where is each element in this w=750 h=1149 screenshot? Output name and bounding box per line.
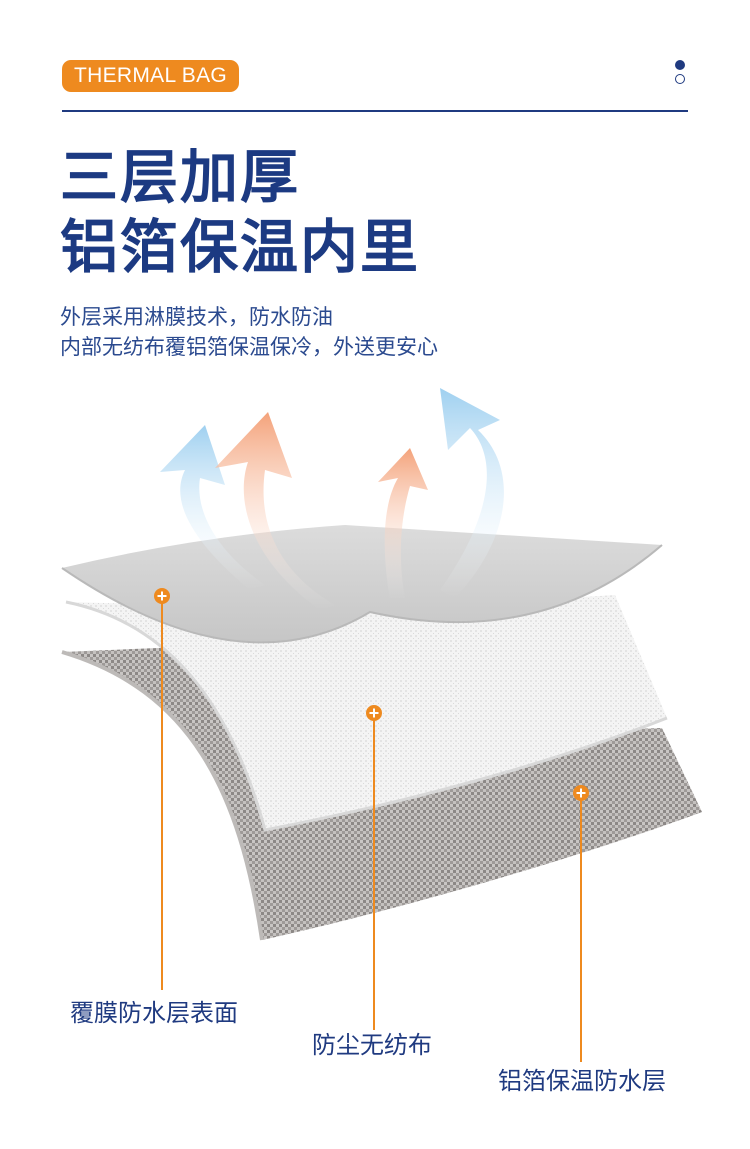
page-subtitle: 外层采用淋膜技术，防水防油 内部无纺布覆铝箔保温保冷，外送更安心 xyxy=(60,302,438,362)
heat-arrow-icon xyxy=(378,448,428,600)
layer-label-foil: 铝箔保温防水层 xyxy=(498,1067,666,1095)
subtitle-line-2: 内部无纺布覆铝箔保温保冷，外送更安心 xyxy=(60,335,438,359)
plus-marker-icon xyxy=(366,705,382,721)
thermal-bag-badge: THERMAL BAG xyxy=(62,60,240,92)
dot-hollow-icon xyxy=(675,74,685,84)
plus-marker-icon xyxy=(573,785,589,801)
layer-label-fabric: 防尘无纺布 xyxy=(312,1031,432,1059)
page-dots-icon xyxy=(675,60,687,88)
layer-label-film: 覆膜防水层表面 xyxy=(70,999,238,1027)
heat-arrow-icon xyxy=(160,425,265,590)
subtitle-line-1: 外层采用淋膜技术，防水防油 xyxy=(60,305,333,329)
title-line-2: 铝箔保温内里 xyxy=(60,213,421,281)
plus-marker-icon xyxy=(154,588,170,604)
heat-arrow-icon xyxy=(440,388,504,598)
page-title: 三层加厚 铝箔保温内里 xyxy=(60,142,420,282)
laminated-film-layer xyxy=(61,525,663,644)
dot-filled-icon xyxy=(675,60,685,70)
leader-lines xyxy=(161,596,582,1062)
header-divider xyxy=(62,110,688,112)
heat-arrow-icon xyxy=(215,412,335,610)
heat-arrows-icon xyxy=(160,388,504,610)
title-line-1: 三层加厚 xyxy=(60,143,301,211)
